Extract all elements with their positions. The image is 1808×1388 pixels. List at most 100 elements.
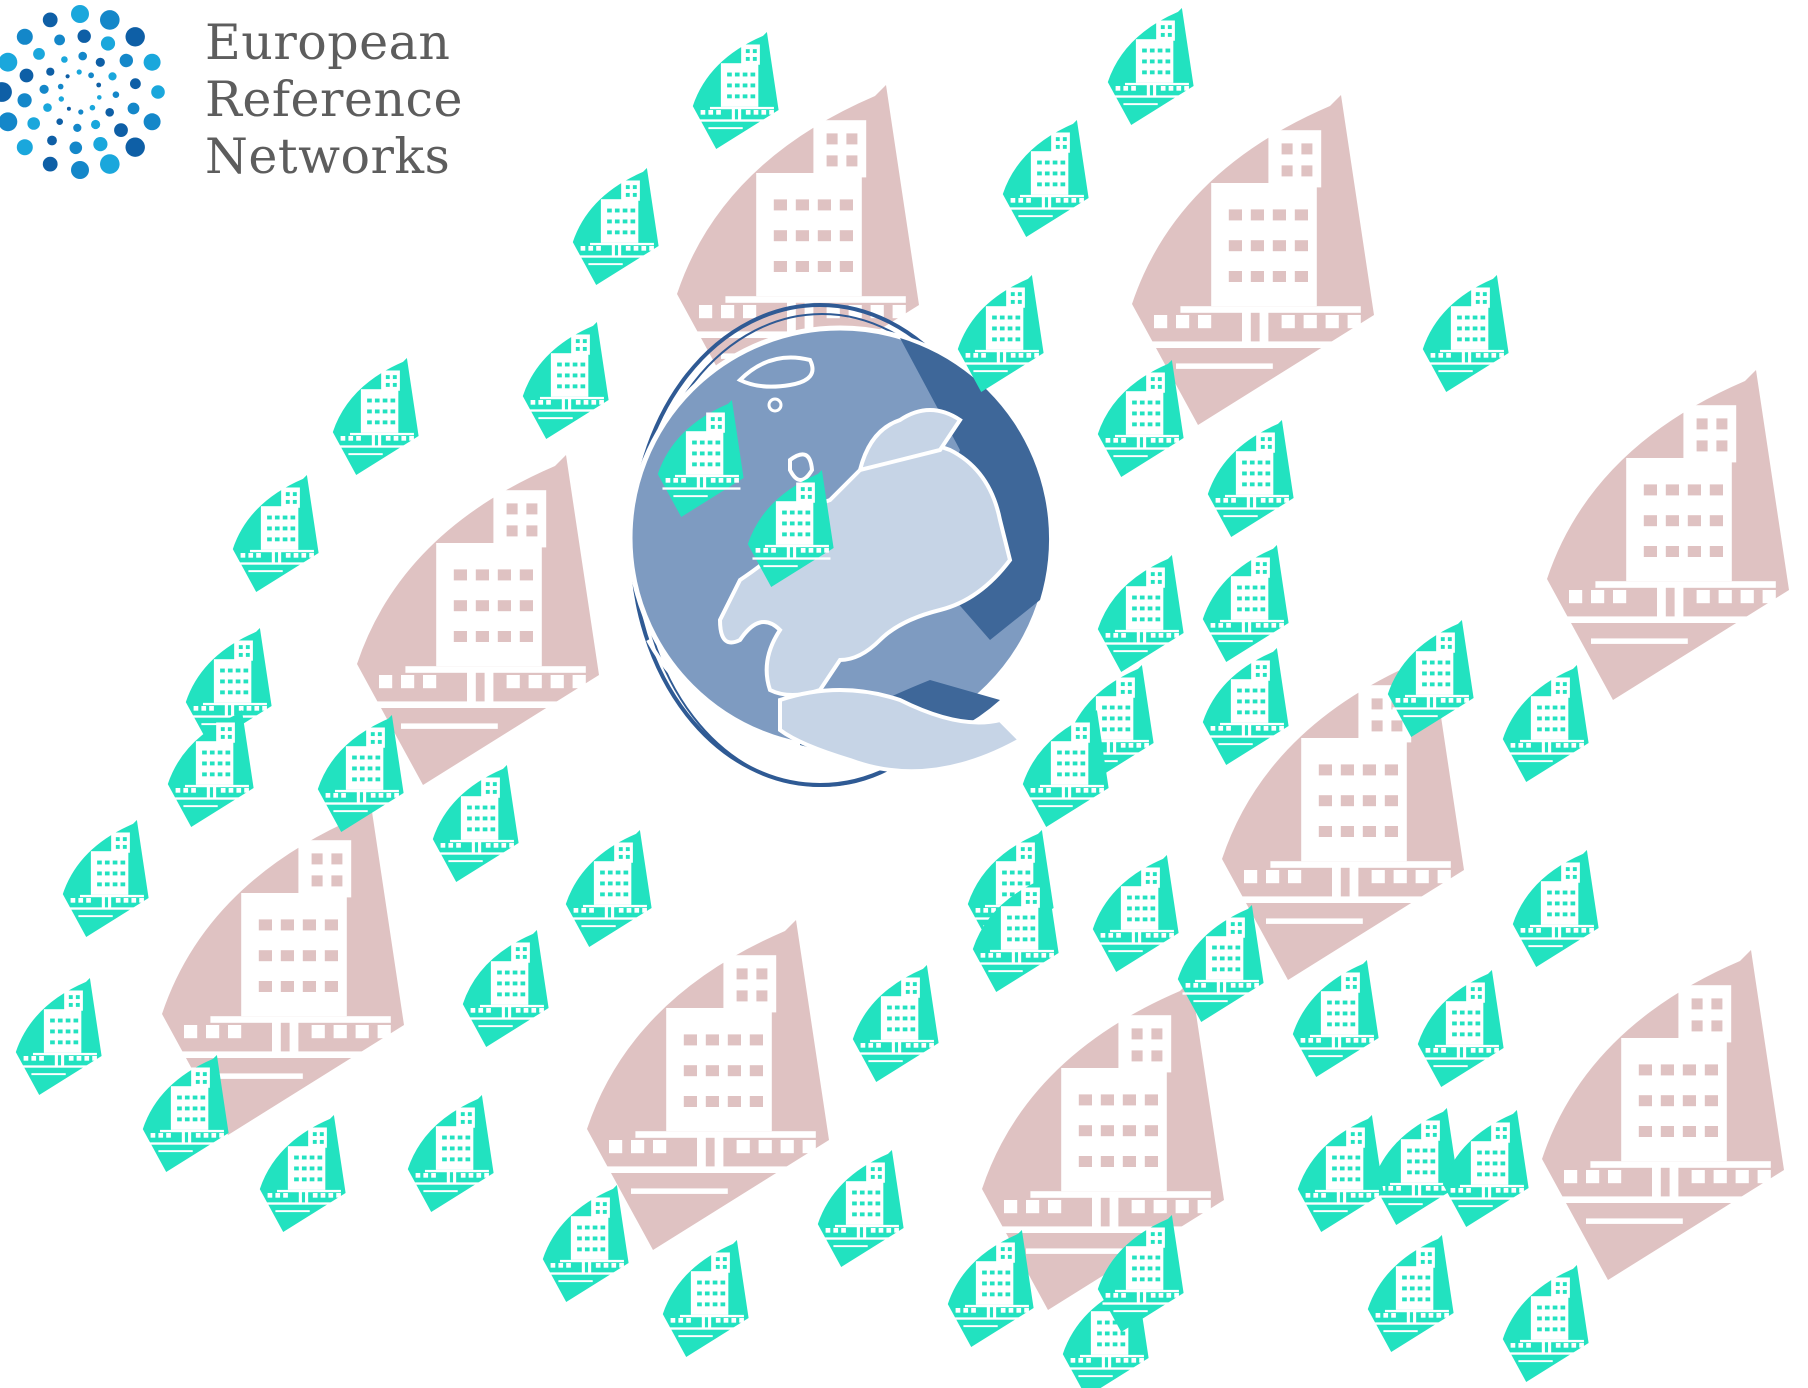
hospital-building-icon — [662, 1240, 749, 1357]
logo-dot — [71, 161, 89, 179]
hospital-building-icon — [1207, 420, 1294, 537]
logo-dot — [95, 57, 105, 67]
hospital-building-icon — [62, 820, 149, 937]
logo-dot — [97, 95, 102, 100]
logo-dot — [100, 154, 120, 174]
logo-dot — [46, 67, 55, 76]
logo-dot — [143, 113, 161, 131]
logo-dot — [151, 85, 165, 99]
hospital-building-icon — [1442, 1110, 1529, 1227]
logo-dot — [105, 108, 114, 117]
hospital-building-icon — [1502, 665, 1589, 782]
logo-dot — [71, 5, 89, 23]
logo-dot — [56, 118, 63, 125]
hospital-building-icon — [332, 358, 419, 475]
logo-dot — [125, 27, 145, 47]
logo-dot — [76, 69, 82, 75]
hospital-building-icon — [522, 322, 609, 439]
logo-dot — [61, 56, 68, 63]
logo-dot — [16, 28, 33, 45]
logo-dot — [78, 51, 87, 61]
hospital-building-icon — [432, 765, 519, 882]
hospital-building-icon — [817, 1150, 904, 1267]
hospital-building-icon — [142, 1055, 229, 1172]
hospital-building-icon — [587, 920, 829, 1250]
logo-dot — [77, 29, 91, 43]
logo-dot — [91, 119, 101, 130]
logo-dot — [57, 83, 64, 90]
logo-dot — [27, 117, 40, 130]
logo-dot — [96, 82, 102, 88]
logo-dot — [88, 72, 94, 79]
logo-dot — [65, 74, 70, 79]
logo-dot — [42, 12, 58, 28]
hospital-building-icon — [1367, 1235, 1454, 1352]
hospital-building-icon — [1372, 1108, 1459, 1225]
hospital-building-icon — [1202, 545, 1289, 662]
hospital-building-icon — [462, 930, 549, 1047]
hospital-building-icon — [542, 1185, 629, 1302]
logo-dot — [108, 72, 117, 81]
logo-text: European Reference Networks — [205, 14, 463, 185]
hospital-building-icon — [259, 1115, 346, 1232]
hospital-building-icon — [407, 1095, 494, 1212]
logo-dot — [112, 91, 120, 98]
hospital-building-icon — [692, 32, 779, 149]
hospital-building-icon — [1417, 970, 1504, 1087]
logo-dot — [73, 123, 82, 132]
hospital-building-icon — [1547, 370, 1789, 700]
logo-dot — [19, 68, 34, 83]
hospital-building-icon — [1297, 1115, 1384, 1232]
hospital-building-icon — [15, 978, 102, 1095]
logo-dot — [39, 84, 49, 94]
ern-dot-circle-icon — [0, 5, 165, 179]
hospital-building-icon — [852, 965, 939, 1082]
hospital-building-icon — [1542, 950, 1784, 1280]
logo-dot — [43, 103, 52, 112]
logo-dot — [93, 137, 108, 152]
logo-text-line-2: Reference — [205, 71, 463, 128]
logo-dot — [114, 123, 128, 137]
logo-dot — [125, 137, 145, 157]
hospital-building-icon — [317, 715, 404, 832]
logo-dot — [127, 102, 140, 115]
hospital-building-icon — [565, 830, 652, 947]
logo-dot — [143, 53, 161, 71]
logo-dot — [69, 141, 83, 155]
hospital-building-icon — [572, 168, 659, 285]
logo-dot — [0, 82, 12, 102]
hospital-building-icon — [947, 1230, 1034, 1347]
logo-dot — [78, 109, 84, 115]
hospital-building-icon — [1202, 648, 1289, 765]
logo-dot — [0, 52, 18, 72]
logo-dot — [89, 104, 96, 111]
logo-dot — [17, 93, 32, 108]
hospital-building-icon — [1292, 960, 1379, 1077]
hospital-building-icon — [1422, 275, 1509, 392]
hospital-building-icon — [1022, 710, 1109, 827]
logo-dot — [119, 53, 133, 68]
hospital-building-icon — [1097, 360, 1184, 477]
logo-dot — [16, 139, 33, 156]
logo-text-line-3: Networks — [205, 128, 451, 185]
logo-dot — [100, 36, 116, 51]
logo-dot — [100, 10, 120, 30]
logo-dot — [33, 48, 45, 60]
hospital-building-icon — [1097, 555, 1184, 672]
logo-dot — [66, 106, 71, 111]
logo-dot — [42, 156, 58, 172]
hospital-building-icon — [1512, 850, 1599, 967]
logo-dot — [130, 78, 141, 90]
hospital-building-icon — [232, 475, 319, 592]
logo-dot — [0, 112, 18, 132]
hospital-building-icon — [1107, 8, 1194, 125]
logo-dot — [47, 135, 57, 146]
hospital-building-icon — [1002, 120, 1089, 237]
ern-logo: European Reference Networks — [0, 0, 520, 200]
logo-dot — [58, 96, 64, 102]
logo-text-line-1: European — [205, 14, 451, 71]
logo-dot — [54, 34, 65, 46]
hospital-building-icon — [1092, 855, 1179, 972]
